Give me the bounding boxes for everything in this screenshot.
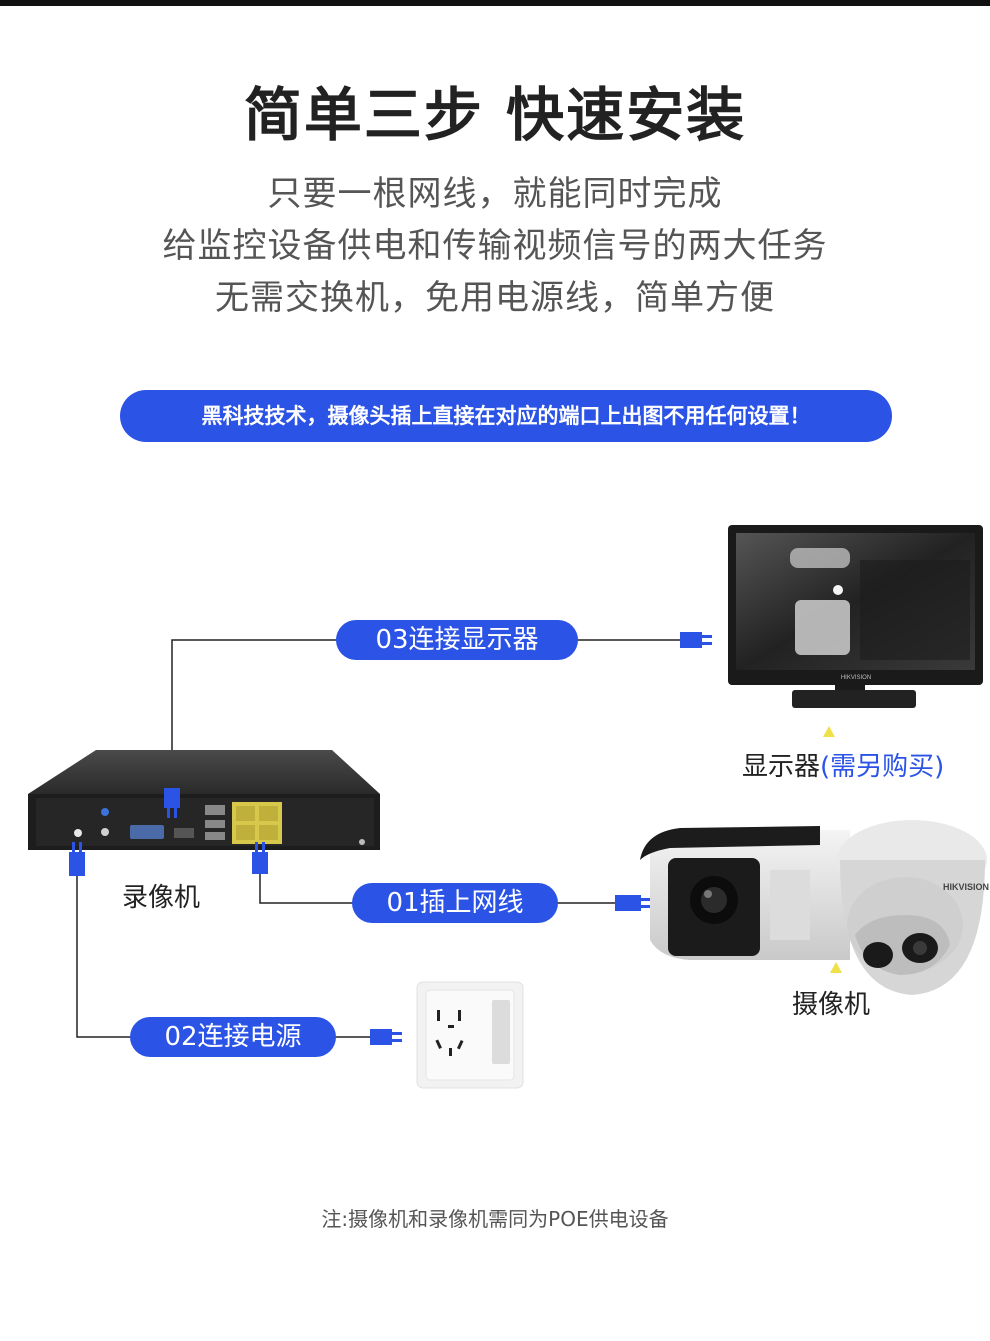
plug-icon [252,842,268,874]
plug-icons [69,632,712,1045]
monitor-note: (需另购买) [820,752,945,782]
footer-note: 注:摄像机和录像机需同为POE供电设备 [321,1207,669,1231]
camera-arrow-icon [830,962,842,973]
subtitle-line-1: 只要一根网线，就能同时完成 [267,174,723,214]
monitor-arrow-icon [823,726,835,737]
camera-label: 摄像机 [792,990,871,1020]
plug-icon [370,1029,402,1045]
feature-banner: 黑科技技术，摄像头插上直接在对应的端口上出图不用任何设置！ [120,390,892,442]
subtitle-line-3: 无需交换机，免用电源线，简单方便 [215,278,775,318]
camera-brand: HIKVISION [943,882,989,892]
monitor-label: 显示器(需另购买) [742,746,944,783]
subtitle-line-2: 给监控设备供电和传输视频信号的两大任务 [162,226,828,266]
monitor-brand: HIKVISION [841,675,871,681]
page-title: 简单三步 快速安装 [243,81,747,149]
power-socket-image [416,981,524,1089]
plug-icon [69,842,85,876]
step-3-connect-monitor: 03连接显示器 [336,620,578,660]
plug-icon [164,788,180,818]
top-bar [0,0,990,6]
plug-icon [680,632,712,648]
dome-camera-image: HIKVISION [837,820,989,995]
plug-icon [615,895,653,911]
monitor-image: HIKVISION [728,525,983,708]
recorder-label: 录像机 [122,883,201,913]
bullet-camera-image [640,826,850,960]
line-power [76,875,370,1038]
step-1-plug-network: 01插上网线 [352,883,558,923]
step-2-connect-power: 02连接电源 [130,1017,336,1057]
recorder-image [28,750,380,850]
monitor-label-text: 显示器 [742,752,821,782]
